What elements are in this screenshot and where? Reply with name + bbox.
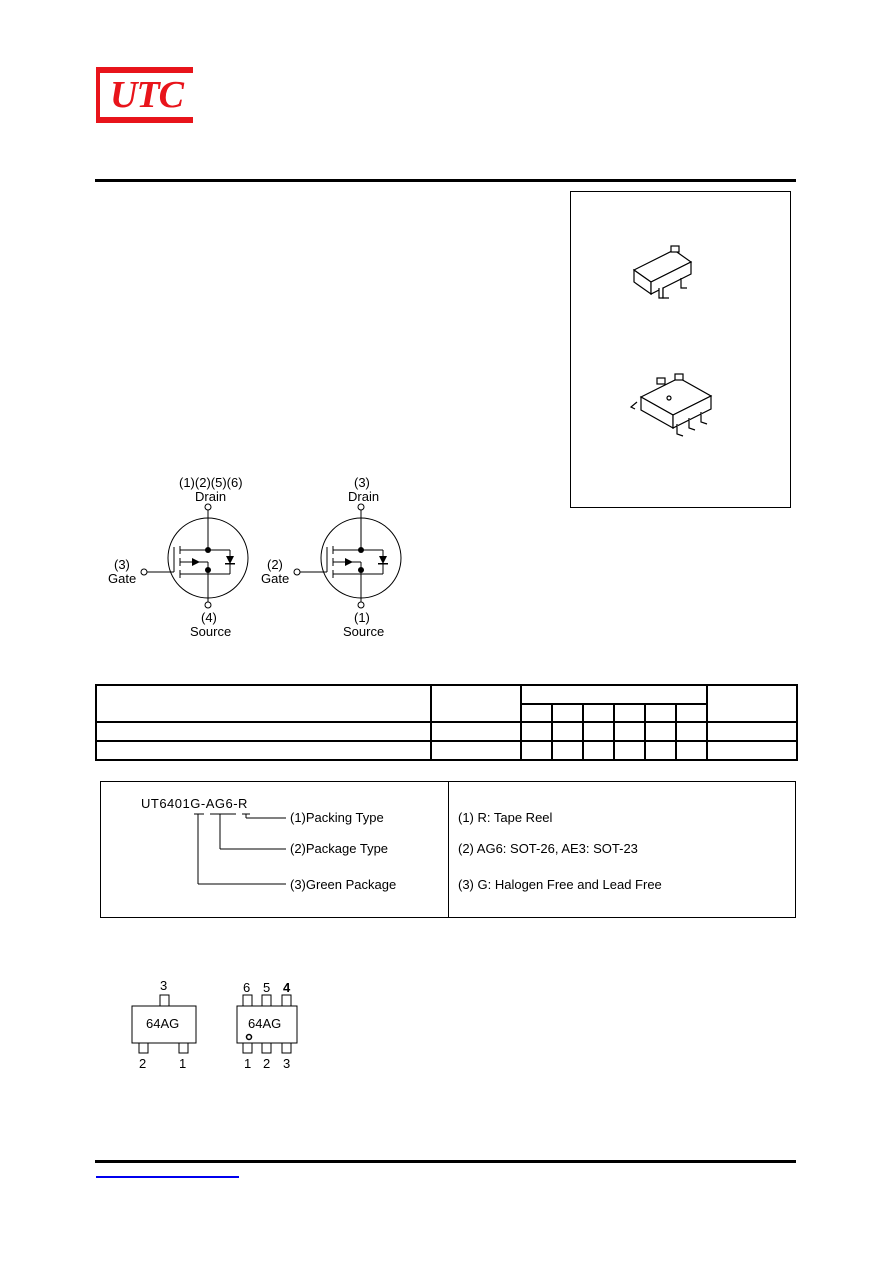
drain-pins: (1)(2)(5)(6)	[179, 475, 243, 490]
package-illustrations	[629, 245, 713, 437]
table-cell	[95, 740, 432, 761]
legend-desc-green: (3) G: Halogen Free and Lead Free	[458, 877, 662, 892]
table-cell	[520, 703, 553, 723]
table-cell	[613, 721, 646, 742]
part-box-divider	[448, 781, 449, 918]
legend-label-green: (3)Green Package	[290, 877, 397, 892]
legend-desc-package: (2) AG6: SOT-26, AE3: SOT-23	[458, 841, 638, 856]
ordering-info-table	[95, 684, 799, 761]
sot23-bottom-pin: 1	[179, 1056, 187, 1071]
utc-logo: UTC	[96, 67, 193, 123]
table-cell	[95, 684, 432, 723]
table-header-row	[95, 684, 799, 723]
sot26-top-pin: 6	[243, 980, 251, 995]
source-pin: (1)	[354, 610, 370, 625]
table-cell	[95, 721, 432, 742]
table-cell	[706, 721, 799, 742]
table-cell	[706, 684, 799, 723]
mosfet-symbol-right	[293, 503, 402, 609]
mosfet-symbol-left	[140, 503, 249, 609]
logo-inner: UTC	[100, 73, 193, 117]
legend-label-packing: (1)Packing Type	[290, 810, 384, 825]
table-cell	[582, 740, 615, 761]
table-cell	[520, 740, 553, 761]
source-pin: (4)	[201, 610, 217, 625]
sot23-bottom-pin: 2	[139, 1056, 147, 1071]
marking-outline	[131, 994, 298, 1054]
table-cell	[613, 703, 646, 723]
part-number-leader-lines	[194, 813, 286, 885]
table-cell	[674, 721, 709, 742]
table-subheader-row	[96, 703, 797, 723]
table-cell	[674, 703, 709, 723]
table-cell	[520, 721, 553, 742]
gate-pin: (2)	[267, 557, 283, 572]
sot26-bottom-pin: 3	[283, 1056, 291, 1071]
table-cell	[430, 721, 522, 742]
table-cell	[613, 740, 646, 761]
table-cell	[644, 703, 677, 723]
table-row	[95, 740, 799, 761]
table-cell	[551, 703, 584, 723]
logo-text: UTC	[110, 74, 184, 116]
sot26-bottom-pin: 2	[263, 1056, 271, 1071]
gate-pin: (3)	[114, 557, 130, 572]
sot23-mark: 64AG	[146, 1016, 180, 1031]
table-cell	[582, 721, 615, 742]
gate-label: Gate	[261, 571, 290, 586]
schematic-sot26: (1)(2)(5)(6) Drain (3) Gate (4) Source	[100, 474, 260, 644]
source-label: Source	[190, 624, 232, 639]
table-cell	[644, 721, 677, 742]
sot23-top-pin: 3	[160, 978, 168, 993]
package-image-box	[570, 191, 791, 508]
sot26-package-icon	[629, 373, 713, 437]
footer-rule	[95, 1160, 796, 1163]
marking-diagrams: 3 64AG 2 1 6 5 4 64AG 1 2 3	[120, 976, 320, 1076]
table-cell	[706, 740, 799, 761]
table-row	[95, 721, 799, 742]
part-number-code: UT6401G-AG6-R	[141, 796, 248, 811]
table-cell	[551, 740, 584, 761]
drain-label: Drain	[195, 489, 227, 504]
table-cell	[430, 740, 522, 761]
table-cell	[644, 740, 677, 761]
sot26-top-pin: 4	[283, 980, 291, 995]
schematic-sot23: (3) Drain (2) Gate (1) Source	[253, 474, 413, 644]
drain-pins: (3)	[354, 475, 370, 490]
legend-desc-packing: (1) R: Tape Reel	[458, 810, 553, 825]
table-cell	[430, 684, 522, 723]
drain-label: Drain	[348, 489, 380, 504]
sot26-mark: 64AG	[248, 1016, 282, 1031]
sot23-package-icon	[632, 245, 693, 299]
table-cell	[674, 740, 709, 761]
gate-label: Gate	[108, 571, 137, 586]
table-cell	[582, 703, 615, 723]
table-cell	[519, 684, 709, 705]
footer-link-underline[interactable]	[96, 1176, 239, 1178]
sot26-bottom-pin: 1	[244, 1056, 252, 1071]
legend-label-package: (2)Package Type	[290, 841, 389, 856]
sot26-top-pin: 5	[263, 980, 271, 995]
header-rule	[95, 179, 796, 182]
table-cell	[551, 721, 584, 742]
source-label: Source	[343, 624, 385, 639]
